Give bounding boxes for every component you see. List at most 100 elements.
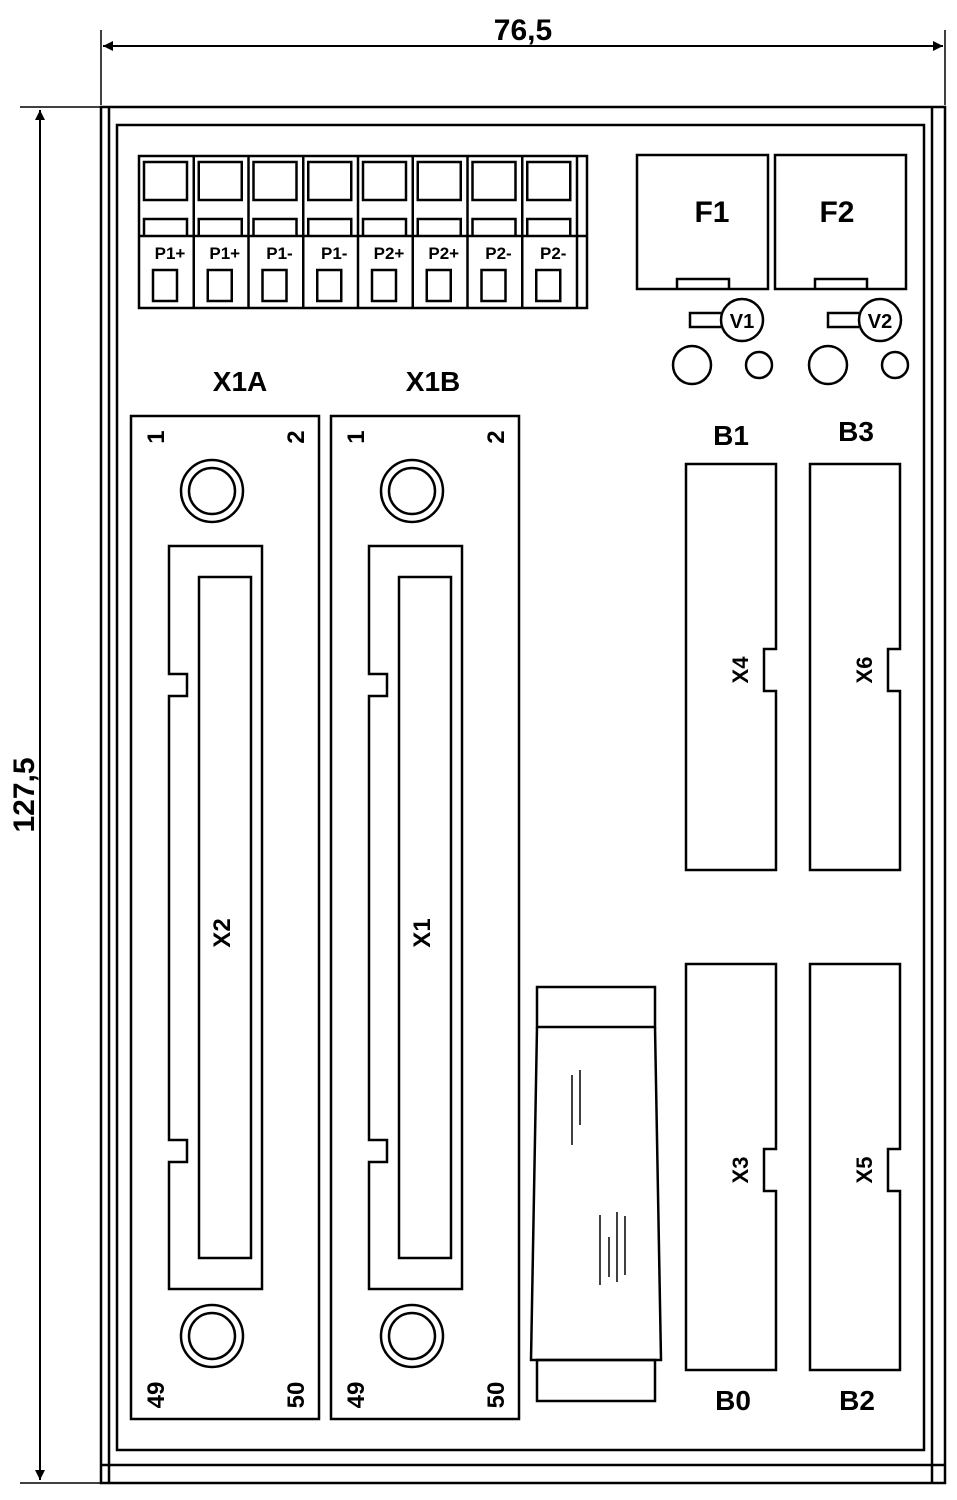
connector-frame — [129, 414, 321, 1421]
terminal-5: P2+ — [356, 156, 408, 308]
terminal-screw-opening — [471, 160, 517, 202]
pin-number: 2 — [283, 430, 310, 443]
connector-shroud — [367, 544, 464, 1291]
terminal-test-hole — [151, 268, 179, 303]
terminal-clamp — [416, 217, 462, 236]
header-label: X4 — [728, 656, 753, 684]
header-label: X6 — [852, 657, 877, 684]
terminal-label: P2+ — [374, 244, 405, 263]
led-2: V2 — [807, 297, 910, 386]
terminal-block: P1+ P1+ P1- P1- P2+ P2+ P2- P2- — [137, 154, 589, 310]
terminal-2: P1+ — [192, 156, 243, 308]
header-label-b2: B2 — [839, 1385, 875, 1416]
led-mount-hole-small — [744, 350, 774, 380]
ground-symbol-icon — [571, 1070, 626, 1285]
connector-frame — [329, 414, 521, 1421]
terminal-screw-opening — [526, 160, 572, 202]
mount-hole-inner — [187, 466, 237, 516]
terminal-clamp — [361, 217, 408, 236]
mount-hole-inner — [387, 1311, 437, 1361]
connector-title-x1b: X1B — [406, 366, 460, 397]
terminal-screw-opening — [197, 160, 243, 202]
mount-hole-inner — [187, 1311, 237, 1361]
width-value: 76,5 — [494, 14, 552, 47]
terminal-test-hole — [425, 268, 452, 303]
fuse-group: F1 F2 — [635, 153, 908, 291]
connector-body-label: X1 — [409, 918, 436, 947]
mount-hole-inner — [387, 466, 437, 516]
header-body — [808, 462, 902, 872]
header-body — [684, 462, 778, 872]
terminal-8: P2- — [521, 156, 572, 308]
led-lead — [826, 311, 859, 329]
terminal-6: P2+ — [411, 156, 462, 308]
header-x6: X6 — [808, 462, 902, 872]
connector-body-label: X2 — [209, 918, 236, 947]
terminal-test-hole — [370, 268, 398, 303]
header-x5: X5 — [808, 962, 902, 1372]
terminal-label: P1+ — [155, 244, 186, 263]
terminal-clamp — [142, 217, 189, 236]
terminal-4: P1- — [302, 156, 353, 308]
led-lead — [688, 311, 721, 329]
housing — [99, 105, 947, 1485]
terminal-screw-opening — [142, 160, 189, 202]
header-label-b1: B1 — [713, 420, 749, 451]
terminal-test-hole — [316, 268, 343, 303]
led-label: V2 — [868, 311, 892, 333]
terminal-test-hole — [206, 268, 233, 303]
mount-hole-bottom — [179, 1303, 245, 1369]
height-value: 127,5 — [8, 757, 41, 832]
pin-number: 1 — [343, 430, 370, 443]
terminal-screw-opening — [307, 160, 353, 202]
header-label: X3 — [728, 1157, 753, 1184]
led-mount-hole-small — [880, 350, 910, 380]
fuse-body — [773, 153, 908, 291]
terminal-label: P1+ — [209, 244, 240, 263]
pin-number: 2 — [483, 430, 510, 443]
dimension-width: 76,5 — [100, 14, 946, 105]
terminal-clamp — [526, 217, 572, 236]
ground-clamp — [529, 985, 663, 1403]
connector-title-x1a: X1A — [213, 366, 267, 397]
terminal-screw-opening — [361, 160, 408, 202]
terminal-screw-opening — [416, 160, 462, 202]
header-label-b3: B3 — [838, 416, 874, 447]
fuse-tab — [675, 277, 731, 289]
connector-shroud — [167, 544, 264, 1291]
led-mount-hole-large — [807, 344, 849, 386]
terminal-test-hole — [261, 268, 288, 303]
connector-slot — [197, 575, 253, 1260]
led-body — [719, 297, 765, 343]
terminal-clamp — [252, 217, 298, 236]
terminal-screw-opening — [252, 160, 298, 202]
terminal-3: P1- — [247, 156, 298, 308]
pin-number: 1 — [143, 430, 170, 443]
terminal-label: P1- — [321, 244, 347, 263]
terminal-1: P1+ — [142, 160, 189, 303]
fuse-tab — [813, 277, 869, 289]
led-group: V1 V2 — [671, 297, 910, 386]
terminal-label: P2- — [540, 244, 566, 263]
terminal-label: P2- — [485, 244, 511, 263]
fuse-label: F2 — [819, 196, 854, 229]
fuse-label: F1 — [694, 196, 729, 229]
mount-hole-bottom — [379, 1303, 445, 1369]
connector-slot — [397, 575, 453, 1260]
terminal-label: P2+ — [428, 244, 459, 263]
mount-hole-top — [379, 458, 445, 524]
mount-hole-top — [179, 458, 245, 524]
header-body — [808, 962, 902, 1372]
fuse-1: F1 — [635, 153, 770, 291]
terminal-clamp — [307, 217, 353, 236]
pin-number: 50 — [483, 1382, 510, 1409]
led-1: V1 — [671, 297, 774, 386]
led-mount-hole-large — [671, 344, 713, 386]
pin-number: 50 — [283, 1382, 310, 1409]
dimension-height: 127,5 — [8, 106, 100, 1484]
